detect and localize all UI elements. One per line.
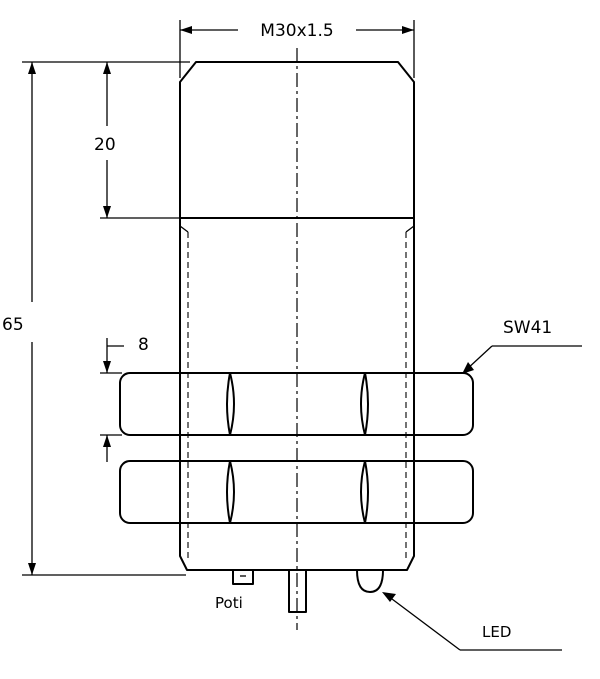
wrench-size-label: SW41 [503, 318, 552, 338]
nut-upper-face-left [226, 372, 231, 436]
callout-wrench-size: SW41 [462, 318, 582, 374]
total-arrow-top [28, 62, 36, 74]
potentiometer-label: Poti [215, 594, 243, 612]
nut-arrow-top [103, 361, 111, 373]
total-length-label: 65 [2, 315, 24, 335]
led-arrow [382, 592, 396, 602]
nut-arrow-bottom [103, 435, 111, 447]
nut-upper-face-right [364, 372, 369, 436]
thread-chamfer-right [405, 225, 415, 233]
dimension-head-length: 20 [94, 62, 182, 219]
nut-lower-face-right [364, 460, 369, 524]
thread-chamfer-left [179, 225, 189, 233]
bottom-features [232, 569, 384, 613]
total-arrow-bottom [28, 563, 36, 575]
nut-lower-face-mid-right [360, 460, 366, 524]
nut-upper-face-mid-left [229, 372, 235, 436]
thread-arrow-right [402, 26, 414, 34]
led-leader-diagonal [387, 595, 461, 651]
sw-arrow [462, 362, 474, 374]
nut-upper [119, 372, 474, 436]
head-arrow-bottom [103, 206, 111, 218]
head-arrow-top [103, 62, 111, 74]
led-bump [356, 569, 384, 593]
dimension-nut-thickness: 8 [100, 335, 149, 462]
nut-lower-face-left [226, 460, 231, 524]
nut-lower-outline [119, 460, 474, 524]
thread-arrow-left [180, 26, 192, 34]
nut-upper-face-mid-right [360, 372, 366, 436]
dimension-thread: M30x1.5 [179, 20, 415, 78]
nut-lower-face-mid-left [229, 460, 235, 524]
led-label: LED [482, 623, 511, 641]
dimension-total-length: 65 [2, 61, 190, 576]
threaded-body-outline [179, 217, 415, 571]
nut-upper-outline [119, 372, 474, 436]
nut-thickness-label: 8 [138, 335, 149, 355]
thread-label: M30x1.5 [260, 21, 333, 41]
connector-pin [288, 569, 307, 613]
nut-lower [119, 460, 474, 524]
head-length-label: 20 [94, 135, 116, 155]
potentiometer-tab [232, 569, 254, 585]
callout-led: LED [382, 592, 562, 651]
